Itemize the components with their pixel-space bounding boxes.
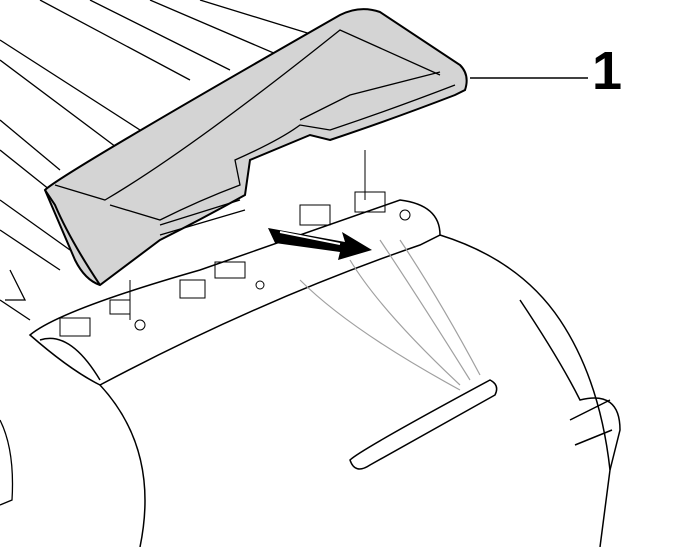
mounting-details: [59, 150, 411, 337]
arrow-indicator: [268, 228, 372, 260]
car-roof-lines: [0, 0, 331, 506]
window-glass-lines: [299, 239, 481, 391]
spoiler-part: [43, 8, 468, 287]
callout-label: 1: [592, 41, 623, 101]
